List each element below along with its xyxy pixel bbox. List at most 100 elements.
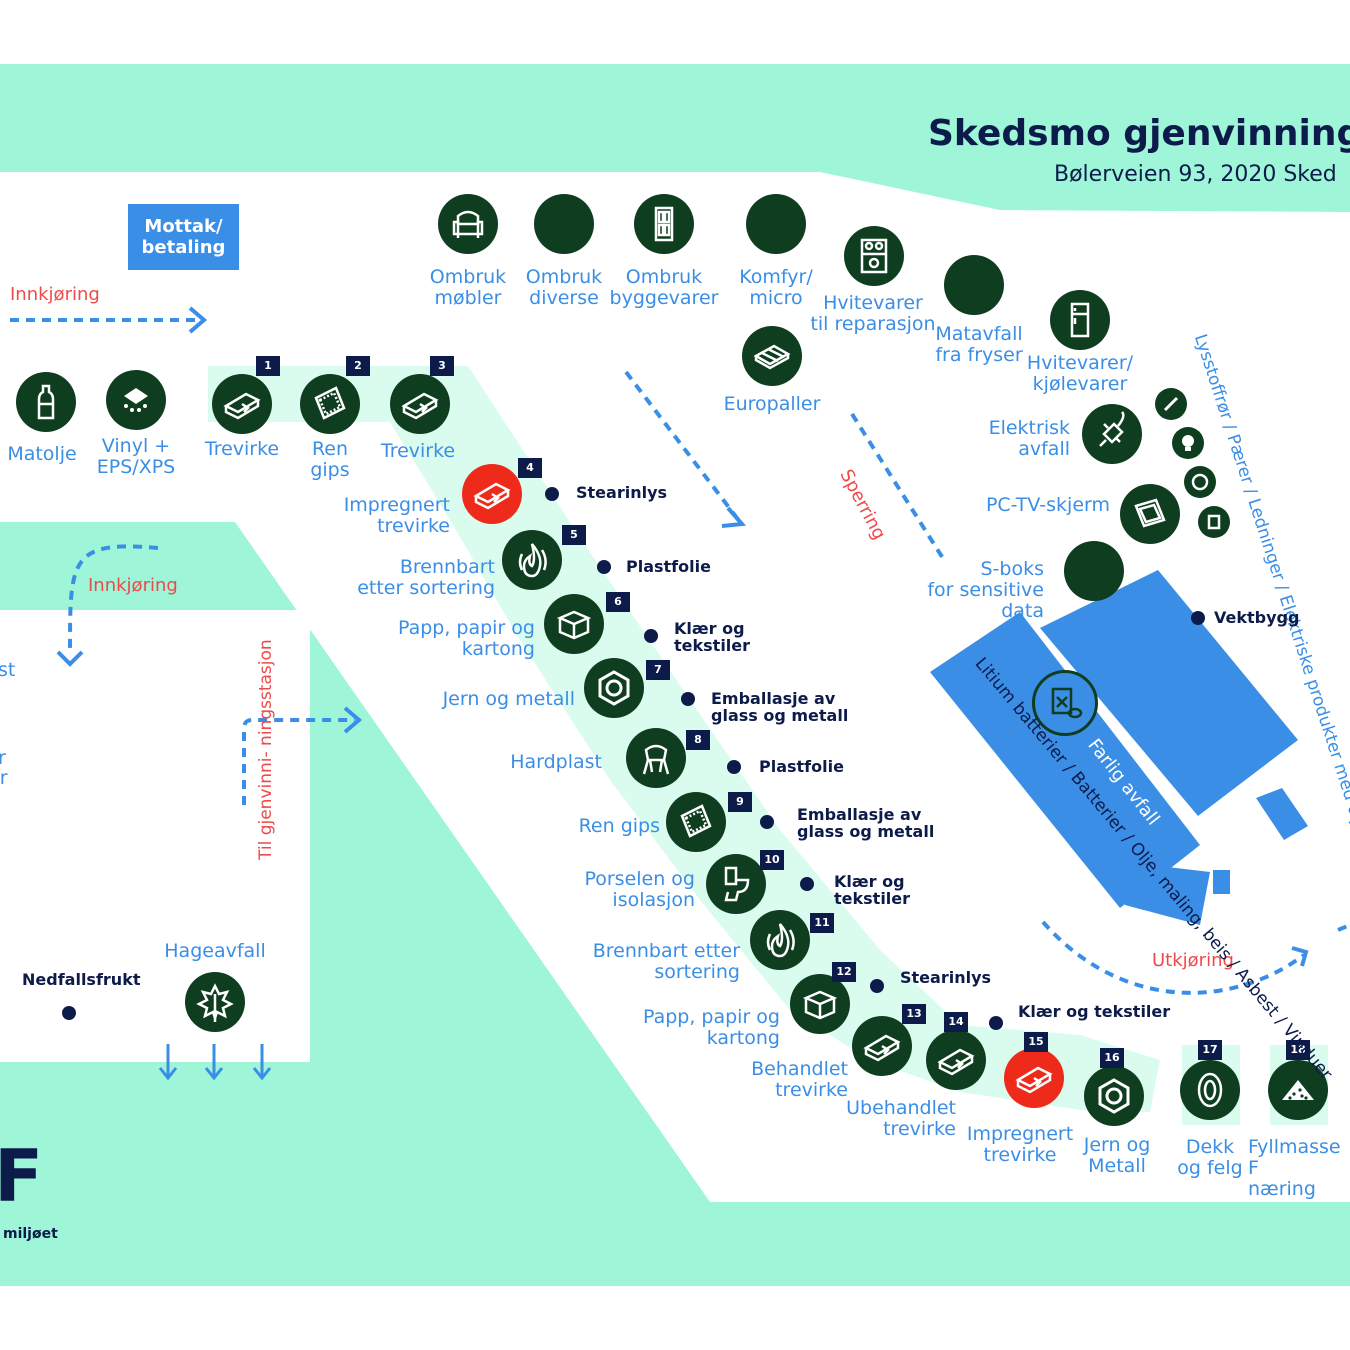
point-label-klaer-3: Klær og tekstiler bbox=[1018, 1002, 1171, 1021]
station-icon-pc-tv[interactable] bbox=[1120, 484, 1180, 544]
windfall-dot bbox=[62, 1006, 76, 1020]
station-icon-matavfall[interactable] bbox=[944, 255, 1004, 315]
point-dot bbox=[760, 815, 774, 829]
cup-icon[interactable] bbox=[1198, 506, 1230, 538]
container-3-icon[interactable] bbox=[390, 374, 450, 434]
station-icon-kjolevarer[interactable] bbox=[1050, 290, 1110, 350]
container-6-icon[interactable] bbox=[544, 594, 604, 654]
garden-waste-label: Hageavfall bbox=[164, 940, 266, 962]
address: Bølerveien 93, 2020 Sked bbox=[1054, 162, 1337, 187]
driving-arrows bbox=[10, 318, 1350, 995]
container-11-icon[interactable] bbox=[750, 910, 810, 970]
point-label-vektbygg: Vektbygg bbox=[1214, 608, 1300, 627]
container-9-label: Ren gips bbox=[578, 815, 660, 837]
station-icon-matolje[interactable] bbox=[16, 372, 76, 432]
bottle-icon bbox=[37, 384, 55, 420]
container-10-label: Porselen og isolasjon bbox=[584, 868, 695, 911]
station-label-kjolevarer: Hvitevarer/ kjølevarer bbox=[1026, 352, 1134, 395]
cut-label-2: r bbox=[0, 747, 6, 769]
container-5-label: Brennbart etter sortering bbox=[357, 556, 495, 599]
station-icon-s-boks[interactable] bbox=[1064, 541, 1124, 601]
logo-tagline: miljøet bbox=[3, 1226, 58, 1242]
point-dot bbox=[681, 692, 695, 706]
station-icon-hvitevarer-reparasjon[interactable] bbox=[844, 226, 904, 286]
container-3-number: 3 bbox=[430, 356, 454, 376]
reception-box[interactable]: Mottak/ betaling bbox=[128, 204, 239, 270]
container-10-icon[interactable] bbox=[706, 854, 766, 914]
point-label-stearinlys-1: Stearinlys bbox=[576, 483, 668, 502]
garden-area bbox=[0, 610, 310, 1062]
container-8-icon[interactable] bbox=[626, 728, 686, 788]
wood-icon bbox=[473, 482, 511, 510]
tube-icon[interactable] bbox=[1155, 388, 1187, 420]
bulb-icon[interactable] bbox=[1172, 427, 1204, 459]
reception-line2: betaling bbox=[141, 237, 226, 258]
wood-icon bbox=[863, 1034, 901, 1062]
station-icon-komfyr[interactable] bbox=[746, 194, 806, 254]
point-dot bbox=[989, 1016, 1003, 1030]
container-15-number: 15 bbox=[1024, 1032, 1048, 1052]
logo: F bbox=[0, 1134, 44, 1218]
container-4-label: Impregnert trevirke bbox=[343, 494, 450, 537]
wood-icon bbox=[937, 1048, 975, 1076]
container-13-label: Behandlet trevirke bbox=[751, 1058, 848, 1101]
point-dot bbox=[1191, 611, 1205, 625]
to-station-label: Til gjenvinni- ningsstasjon bbox=[256, 639, 276, 860]
hazard-icon[interactable] bbox=[1032, 670, 1098, 736]
wood-icon bbox=[1015, 1066, 1053, 1094]
container-7-label: Jern og metall bbox=[442, 688, 575, 710]
container-13-number: 13 bbox=[902, 1004, 926, 1024]
point-dot bbox=[870, 979, 884, 993]
container-9-icon[interactable] bbox=[666, 792, 726, 852]
stove-icon bbox=[860, 238, 888, 274]
container-7-icon[interactable] bbox=[584, 658, 644, 718]
box-icon bbox=[802, 990, 838, 1020]
container-12-label: Papp, papir og kartong bbox=[642, 1006, 780, 1049]
point-label-plastfolie-2: Plastfolie bbox=[759, 757, 844, 776]
container-8-label: Hardplast bbox=[510, 751, 602, 773]
point-dot bbox=[644, 629, 658, 643]
point-label-emballasje-2: Emballasje av glass og metall bbox=[797, 805, 935, 841]
station-label-hvitevarer-reparasjon: Hvitevarer til reparasjon bbox=[810, 292, 936, 335]
point-dot bbox=[597, 560, 611, 574]
hazard-bin-icon bbox=[1051, 687, 1083, 719]
container-6-number: 6 bbox=[606, 592, 630, 612]
station-label-matolje: Matolje bbox=[7, 443, 77, 465]
point-label-klaer-2: Klær og tekstiler bbox=[834, 872, 911, 908]
wood-icon bbox=[223, 392, 261, 420]
flame-icon bbox=[766, 923, 795, 958]
entry-label-2: Innkjøring bbox=[88, 575, 178, 596]
route-band bbox=[208, 366, 1160, 1112]
door-icon bbox=[654, 206, 674, 242]
station-icon-vinyl-eps[interactable] bbox=[106, 370, 166, 430]
station-label-matavfall: Matavfall fra fryser bbox=[935, 323, 1023, 366]
cable-icon[interactable] bbox=[1184, 466, 1216, 498]
container-13-icon[interactable] bbox=[852, 1016, 912, 1076]
container-14-icon[interactable] bbox=[926, 1030, 986, 1090]
station-icon-ombruk-diverse[interactable] bbox=[534, 194, 594, 254]
nut-icon bbox=[598, 670, 630, 706]
garden-waste-icon[interactable] bbox=[185, 972, 245, 1032]
container-3-label: Trevirke bbox=[380, 440, 456, 462]
container-17-icon[interactable] bbox=[1180, 1060, 1240, 1120]
entry-label: Innkjøring bbox=[10, 284, 100, 305]
container-5-icon[interactable] bbox=[502, 530, 562, 590]
container-18-icon[interactable] bbox=[1268, 1060, 1328, 1120]
station-icon-ombruk-byggevarer[interactable] bbox=[634, 194, 694, 254]
container-9-number: 9 bbox=[728, 792, 752, 812]
station-icon-europaller[interactable] bbox=[742, 326, 802, 386]
station-icon-elektrisk[interactable] bbox=[1082, 404, 1142, 464]
container-1-icon[interactable] bbox=[212, 374, 272, 434]
container-7-number: 7 bbox=[646, 660, 670, 680]
container-18-label: Fyllmasse F næring bbox=[1248, 1137, 1341, 1200]
armchair-icon bbox=[452, 210, 484, 238]
container-2-icon[interactable] bbox=[300, 374, 360, 434]
container-15-icon[interactable] bbox=[1004, 1048, 1064, 1108]
station-label-vinyl-eps: Vinyl + EPS/XPS bbox=[96, 435, 176, 478]
container-16-icon[interactable] bbox=[1084, 1066, 1144, 1126]
station-label-komfyr: Komfyr/ micro bbox=[739, 266, 813, 309]
container-4-icon[interactable] bbox=[462, 464, 522, 524]
container-12-icon[interactable] bbox=[790, 974, 850, 1034]
station-icon-ombruk-mobler[interactable] bbox=[438, 194, 498, 254]
